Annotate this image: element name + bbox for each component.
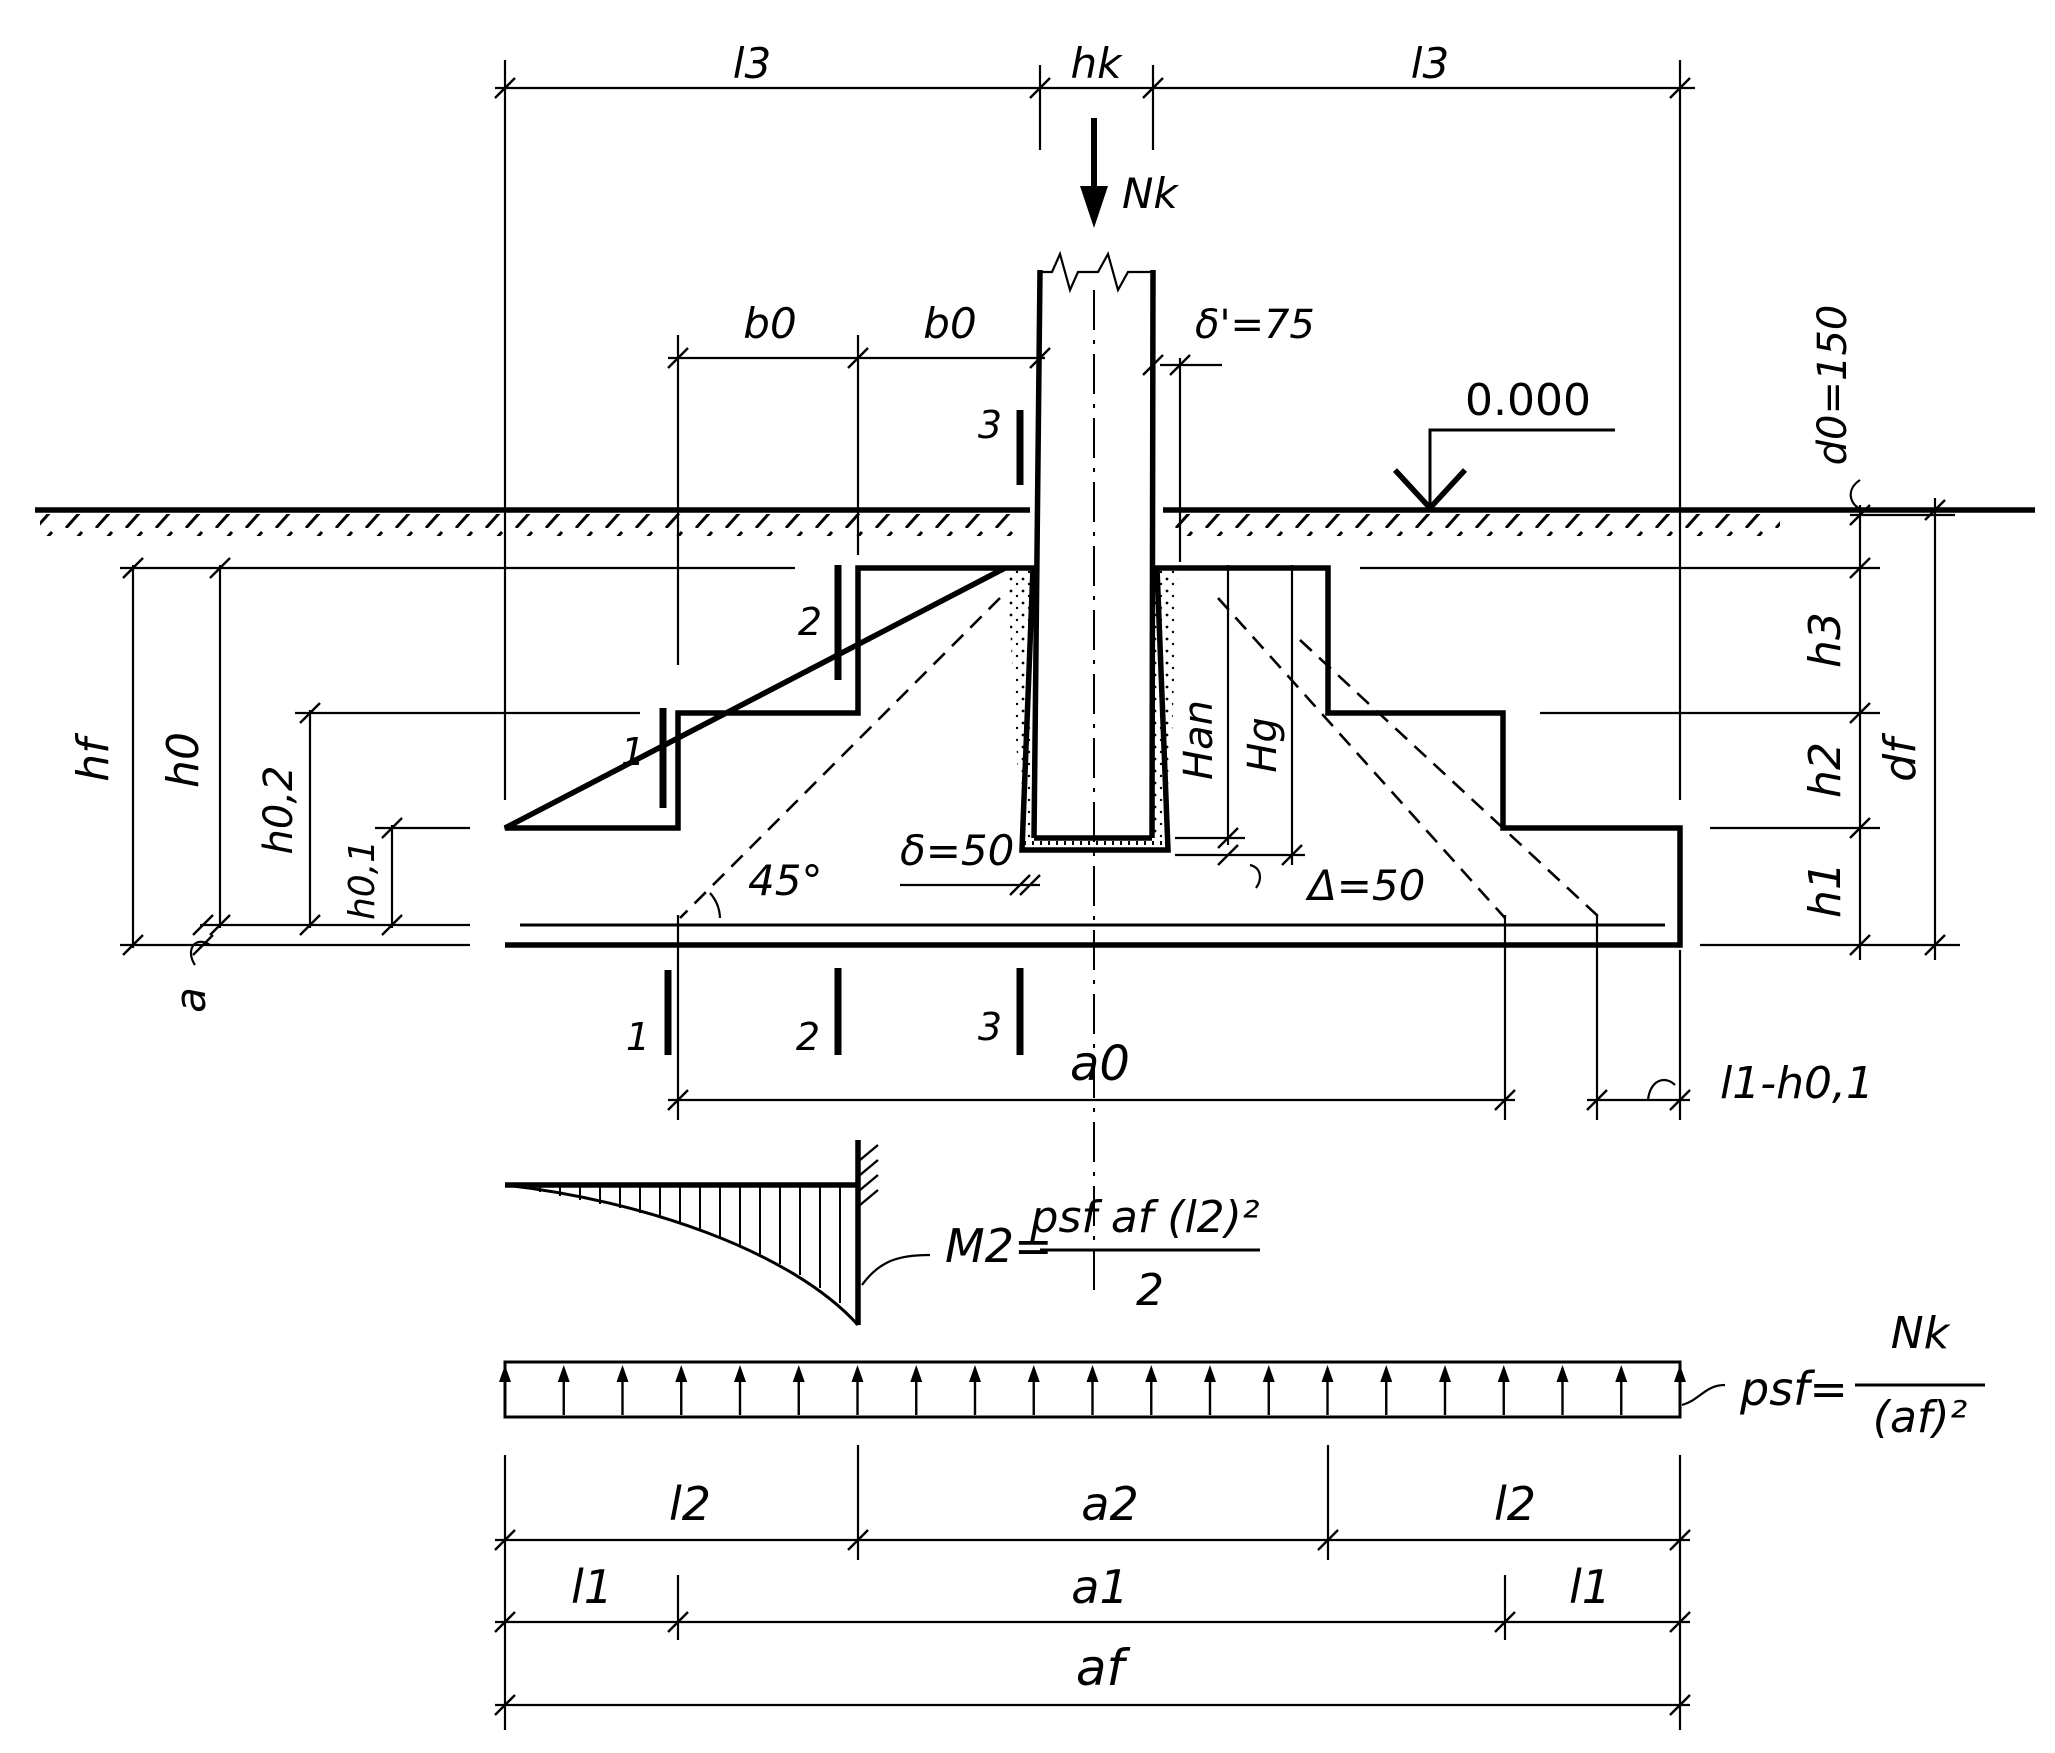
label-h0: h0	[158, 732, 209, 788]
label-hk: hk	[1071, 39, 1124, 88]
label-hf: hf	[68, 732, 119, 782]
pressure-arrow-head	[557, 1365, 570, 1382]
label-l3-left: l3	[733, 39, 771, 88]
pressure-arrow-head	[1556, 1365, 1569, 1382]
label-Delta: Δ=50	[1305, 861, 1425, 910]
punching-line-right-2	[1299, 639, 1601, 919]
pressure-arrow-head	[1615, 1365, 1628, 1382]
label-M2-numerator: psf af (l2)²	[1030, 1192, 1260, 1243]
label-h01: h0,1	[342, 840, 383, 920]
label-b0-left: b0	[743, 299, 796, 348]
dim-delta-prime	[1142, 354, 1222, 562]
label-b0-right: b0	[923, 299, 976, 348]
dim-left	[120, 557, 795, 966]
pressure-arrow-head	[1497, 1365, 1510, 1382]
label-a0: a0	[1070, 1036, 1130, 1092]
label-section-2-top: 2	[798, 600, 822, 644]
label-delta: δ=50	[900, 826, 1014, 875]
pressure-arrow-head	[1145, 1365, 1158, 1382]
section-marks	[659, 410, 1024, 1055]
label-a1: a1	[1071, 1560, 1128, 1614]
label-d0: d0=150	[1810, 305, 1856, 466]
label-psf-numerator: Nk	[1891, 1308, 1951, 1359]
socket-glass	[1005, 565, 1180, 853]
label-Han: Han	[1176, 700, 1222, 780]
punching-line-right	[1217, 597, 1506, 919]
label-l1-left: l1	[571, 1560, 613, 1614]
label-M2-denominator: 2	[1136, 1265, 1164, 1316]
pressure-arrow-head	[910, 1365, 923, 1382]
label-section-3-bottom: 3	[978, 1005, 1002, 1049]
pressure-arrow-head	[1674, 1365, 1686, 1382]
dim-a0	[667, 915, 1691, 1120]
foundation-outline	[503, 565, 1683, 948]
label-h1: h1	[1800, 862, 1851, 918]
grout-fill-right	[1152, 570, 1178, 848]
label-df: df	[1875, 732, 1926, 782]
moment-diagram	[504, 1140, 931, 1327]
dim-top	[494, 60, 1695, 800]
label-l3-right: l3	[1411, 39, 1449, 88]
pressure-arrow-head	[1086, 1365, 1099, 1382]
pressure-arrow-head	[1321, 1365, 1334, 1382]
label-h2: h2	[1800, 742, 1851, 798]
label-af: af	[1076, 1639, 1131, 1697]
label-angle: 45°	[748, 856, 822, 905]
label-M2: M2=	[945, 1219, 1053, 1273]
pressure-arrow-head	[499, 1365, 511, 1382]
label-delta-prime: δ'=75	[1195, 302, 1315, 348]
pressure-arrow-head	[1204, 1365, 1216, 1382]
label-Nk: Nk	[1122, 169, 1179, 218]
pressure-arrow-head	[734, 1365, 746, 1382]
psf-leader	[1681, 1383, 1726, 1407]
grout-fill-left	[1007, 570, 1034, 848]
column	[1031, 250, 1156, 1300]
dim-bottom	[494, 1445, 1691, 1730]
ground-hatch-left	[40, 514, 1025, 536]
punching-line-left	[679, 597, 1001, 919]
ground-hatch-right	[1170, 514, 1780, 536]
pressure-arrow-head	[1380, 1365, 1393, 1382]
pressure-arrow-head	[1439, 1365, 1451, 1382]
pressure-arrow-head	[1262, 1365, 1275, 1382]
angle-arc	[709, 892, 722, 919]
label-a-cover: a	[166, 987, 215, 1013]
pressure-arrow-head	[969, 1365, 981, 1382]
level-mark	[1392, 428, 1615, 513]
ground-surface	[35, 507, 2035, 536]
label-h3: h3	[1800, 612, 1851, 668]
label-l2-right: l2	[1494, 1477, 1536, 1531]
pressure-arrow-head	[792, 1365, 805, 1382]
dim-right	[1360, 479, 1960, 960]
label-section-1-top: 1	[621, 730, 645, 774]
pressure-arrow-head	[675, 1365, 688, 1382]
dim-delta	[900, 874, 1041, 896]
label-l1-minus-h01: l1-h0,1	[1720, 1058, 1874, 1109]
dim-anchorage	[1175, 565, 1305, 889]
pressure-arrow-head	[851, 1365, 864, 1382]
label-section-2-bottom: 2	[796, 1015, 820, 1059]
label-section-3-top: 3	[978, 403, 1002, 447]
label-section-1-bottom: 1	[626, 1015, 650, 1059]
label-psf-denominator: (af)²	[1873, 1392, 1967, 1443]
dim-b0	[667, 335, 1051, 665]
label-psf: psf=	[1739, 1362, 1848, 1416]
label-l2-left: l2	[669, 1477, 711, 1531]
load-arrow-Nk	[1080, 118, 1108, 228]
label-l1-right: l1	[1569, 1560, 1611, 1614]
label-h02: h0,2	[256, 766, 302, 855]
pressure-arrow-head	[616, 1365, 629, 1382]
pressure-arrow-head	[1027, 1365, 1040, 1382]
pressure-arrows	[499, 1365, 1686, 1415]
label-a2: a2	[1081, 1477, 1138, 1531]
label-level: 0.000	[1465, 375, 1591, 426]
label-Hg: Hg	[1240, 717, 1286, 772]
